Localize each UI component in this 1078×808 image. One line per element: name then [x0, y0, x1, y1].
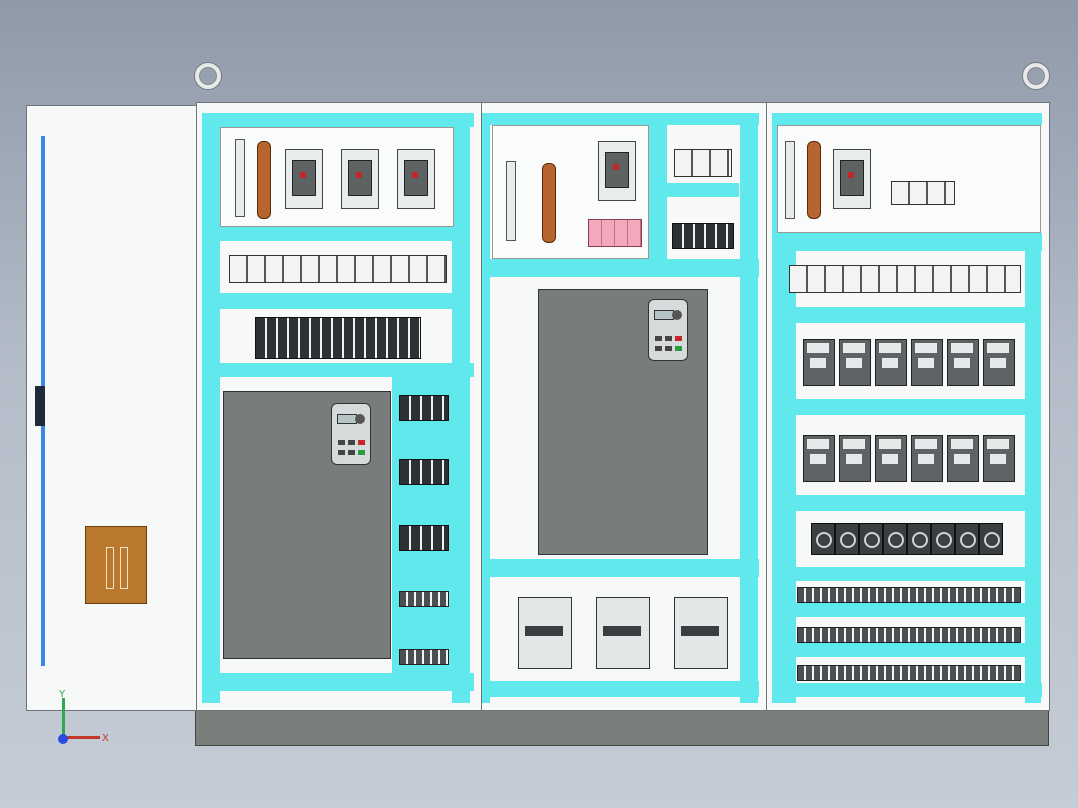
lifting-eye-right	[1023, 63, 1049, 89]
mccb-2[interactable]	[341, 149, 379, 209]
contactor-block-3[interactable]	[399, 525, 449, 551]
mccb-main-3[interactable]	[833, 149, 871, 209]
vfd-keypad-1[interactable]	[331, 403, 371, 465]
round-relay-5[interactable]	[907, 523, 931, 555]
mccb-main-2[interactable]	[598, 141, 636, 201]
cabinet-plinth	[195, 708, 1049, 746]
round-relay-7[interactable]	[955, 523, 979, 555]
mcb-row-2[interactable]	[674, 149, 732, 177]
mounting-plate-top-3	[777, 125, 1041, 233]
fuse-block	[588, 219, 642, 247]
terminal-strip-3a	[797, 587, 1021, 603]
mccb-1[interactable]	[285, 149, 323, 209]
mccb-3[interactable]	[397, 149, 435, 209]
contactor-block-2[interactable]	[399, 459, 449, 485]
round-relay-3[interactable]	[859, 523, 883, 555]
terminal-bar-3	[785, 141, 795, 219]
terminal-strip-2	[399, 649, 449, 665]
axis-x-label: X	[102, 733, 109, 744]
contactor-1[interactable]	[518, 597, 572, 669]
relay-r2-6[interactable]	[983, 435, 1015, 482]
axis-triad-icon	[50, 690, 110, 750]
copper-busbar-2	[542, 163, 556, 243]
relay-r2-4[interactable]	[911, 435, 943, 482]
round-relay-2[interactable]	[835, 523, 859, 555]
relay-r1-2[interactable]	[839, 339, 871, 386]
cabinet-door[interactable]	[26, 105, 198, 711]
terminal-bar	[235, 139, 245, 217]
round-relay-8[interactable]	[979, 523, 1003, 555]
copper-busbar	[257, 141, 271, 219]
relay-r2-5[interactable]	[947, 435, 979, 482]
relay-r2-1[interactable]	[803, 435, 835, 482]
mcb-row-3b[interactable]	[789, 265, 1021, 293]
relay-r2-2[interactable]	[839, 435, 871, 482]
terminal-strip-3c	[797, 665, 1021, 681]
round-relay-1[interactable]	[811, 523, 835, 555]
cabinet-1	[196, 102, 482, 711]
relay-r2-3[interactable]	[875, 435, 907, 482]
mcb-row[interactable]	[229, 255, 447, 283]
relay-r1-6[interactable]	[983, 339, 1015, 386]
relay-r1-4[interactable]	[911, 339, 943, 386]
contactor-block-1[interactable]	[399, 395, 449, 421]
vfd-keypad-2[interactable]	[648, 299, 688, 361]
relay-row[interactable]	[255, 317, 421, 359]
drawing-pocket	[85, 526, 147, 604]
cabinet-3	[766, 102, 1050, 711]
relay-r1-5[interactable]	[947, 339, 979, 386]
relay-row-2[interactable]	[672, 223, 734, 249]
cabinet-2	[481, 102, 767, 711]
copper-busbar-3	[807, 141, 821, 219]
contactor-2[interactable]	[596, 597, 650, 669]
terminal-strip-3b	[797, 627, 1021, 643]
round-relay-6[interactable]	[931, 523, 955, 555]
terminal-bar-2	[506, 161, 516, 241]
contactor-3[interactable]	[674, 597, 728, 669]
relay-r1-1[interactable]	[803, 339, 835, 386]
axis-y-label: Y	[59, 689, 66, 700]
door-handle-icon[interactable]	[35, 386, 45, 426]
lifting-eye-left	[195, 63, 221, 89]
relay-r1-3[interactable]	[875, 339, 907, 386]
round-relay-4[interactable]	[883, 523, 907, 555]
terminal-strip-1	[399, 591, 449, 607]
mcb-row-3a[interactable]	[891, 181, 955, 205]
